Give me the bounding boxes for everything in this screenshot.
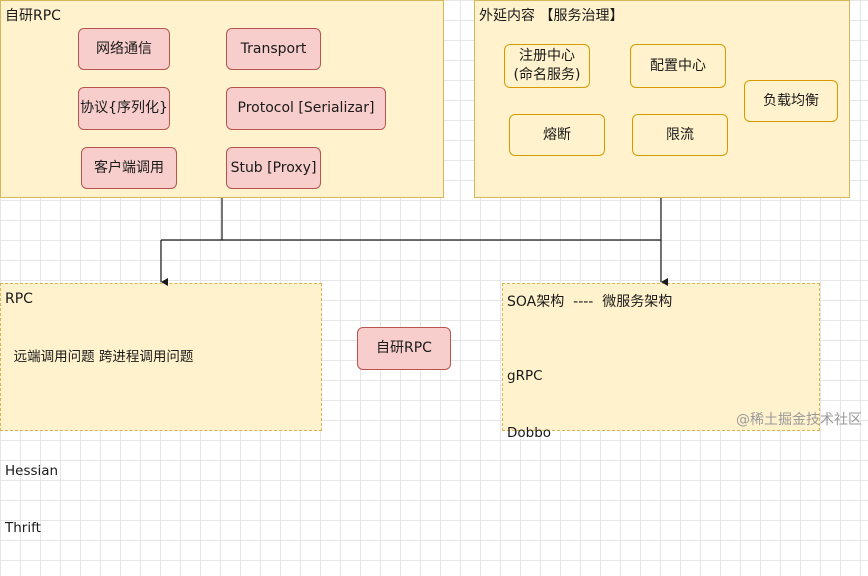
self-built-rpc-node: 自研RPC	[357, 327, 451, 370]
rate-limiting-node: 限流	[632, 114, 728, 156]
watermark: @稀土掘金技术社区	[736, 412, 862, 428]
registry-center-node: 注册中心 (命名服务)	[504, 44, 590, 88]
soa-panel: SOA架构 ---- 微服务架构 gRPC Dobbo	[502, 283, 820, 441]
body-line: gRPC	[507, 368, 543, 384]
protocol-serialization-node: 协议{序列化}	[78, 87, 170, 130]
protocol-serializar-node: Protocol [Serializar]	[226, 87, 386, 130]
connector-layer	[160, 198, 668, 286]
transport-node: Transport	[226, 28, 321, 70]
panel-title: 外延内容 【服务治理】	[479, 8, 624, 24]
panel-title: 自研RPC	[5, 8, 61, 24]
panel-title: RPC	[5, 291, 33, 307]
client-invocation-node: 客户端调用	[81, 147, 177, 189]
stub-proxy-node: Stub [Proxy]	[226, 147, 321, 189]
config-center-node: 配置中心	[630, 44, 726, 88]
load-balancing-node: 负载均衡	[744, 80, 838, 122]
body-line: Hessian	[5, 463, 59, 479]
panel-title: SOA架构 ---- 微服务架构	[507, 294, 673, 310]
body-line: 远端调用问题 跨进程调用问题	[5, 349, 194, 365]
network-communication-node: 网络通信	[78, 28, 170, 70]
circuit-breaker-node: 熔断	[509, 114, 605, 156]
body-line: Thrift	[5, 520, 41, 536]
